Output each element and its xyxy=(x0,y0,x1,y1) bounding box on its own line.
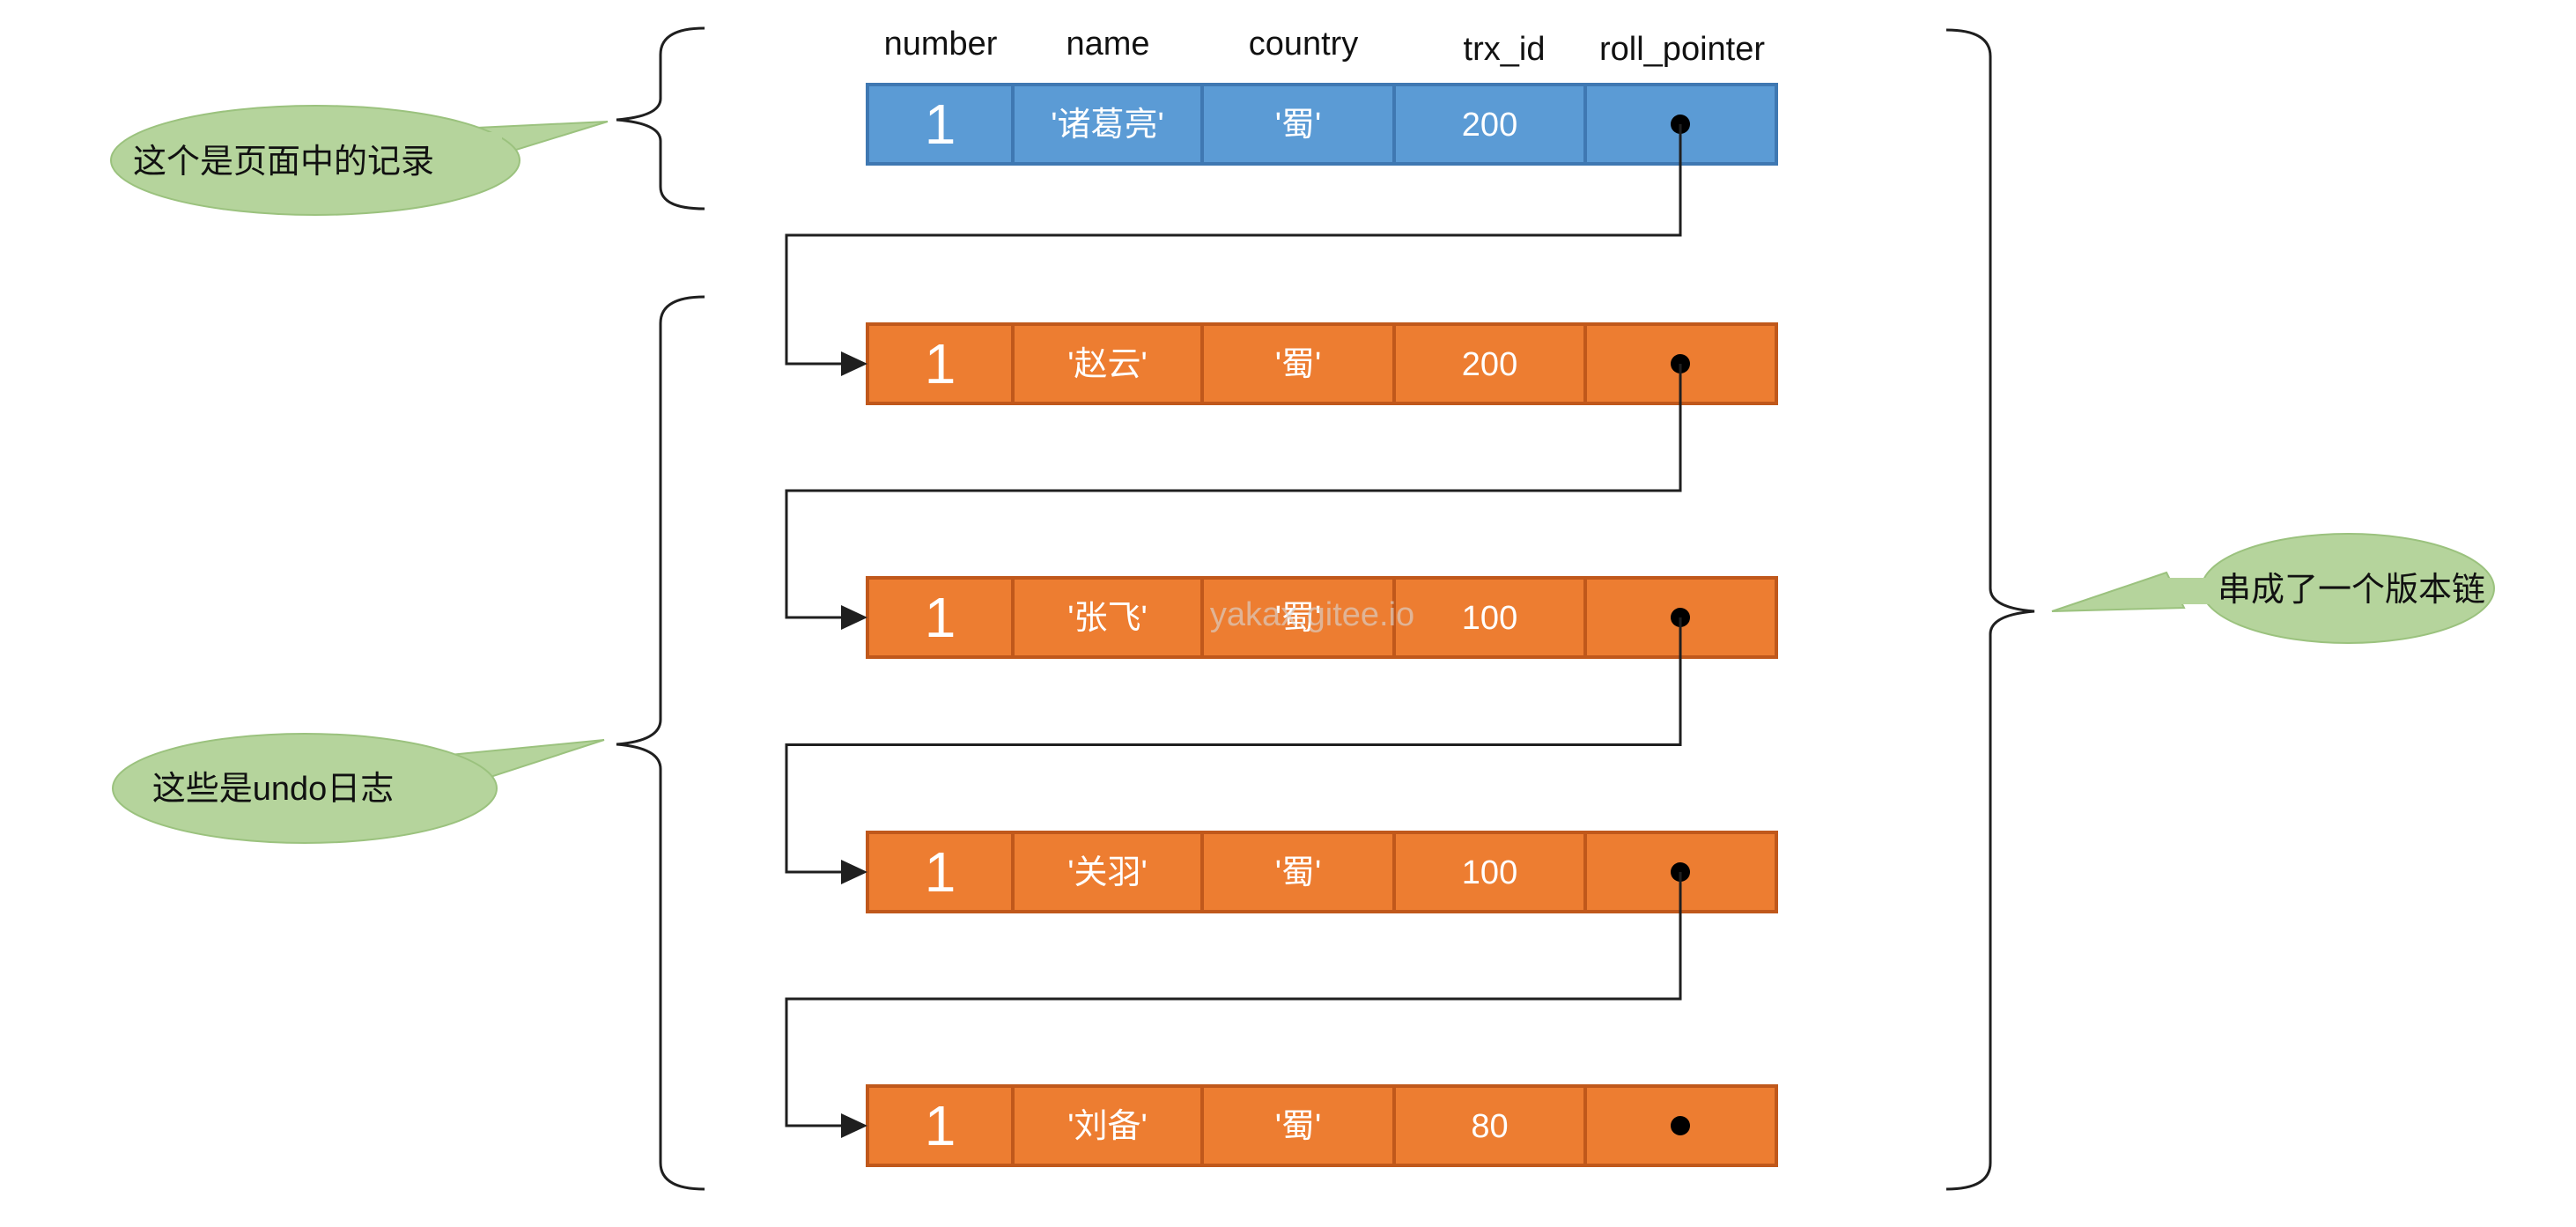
cell-name xyxy=(1011,576,1204,659)
cell-country-value: '蜀' xyxy=(1275,107,1322,144)
watermark: yakax.gitee.io xyxy=(1210,596,1414,633)
roll-pointer-dot xyxy=(1671,1116,1690,1135)
cell-country xyxy=(1200,1084,1396,1167)
cell-country xyxy=(1200,831,1396,913)
cell-country xyxy=(1200,83,1396,166)
callout-version-chain: 串成了一个版本链 xyxy=(2051,533,2495,644)
header-country: country xyxy=(1249,26,1359,63)
cell-trx-id-value: 100 xyxy=(1462,854,1517,891)
cell-number xyxy=(866,1084,1015,1167)
cell-country xyxy=(1200,576,1396,659)
cell-name xyxy=(1011,1084,1204,1167)
arrowhead xyxy=(841,1113,867,1138)
header-name: name xyxy=(1066,26,1149,63)
undo-record-row-1: 1 '赵云' '蜀' 200 xyxy=(866,322,1778,405)
cell-number xyxy=(866,83,1015,166)
cell-name-value: '刘备' xyxy=(1067,1108,1148,1145)
cell-trx-id xyxy=(1392,1084,1587,1167)
cell-country-value: '蜀' xyxy=(1275,854,1322,891)
cell-trx-id-value: 200 xyxy=(1462,346,1517,383)
callout-page-record-bubble xyxy=(110,105,520,216)
arrowhead xyxy=(841,351,867,376)
undo-record-row-3: 1 '关羽' '蜀' 100 xyxy=(866,831,1778,913)
cell-country-value: '蜀' xyxy=(1275,1108,1322,1145)
header-number: number xyxy=(884,26,998,63)
cell-name-value: '赵云' xyxy=(1067,346,1148,383)
cell-name-value: '关羽' xyxy=(1067,854,1148,891)
callout-undo-logs: 这些是undo日志 xyxy=(112,733,605,844)
callout-page-record: 这个是页面中的记录 xyxy=(110,105,609,216)
cell-country-value: '蜀' xyxy=(1275,346,1322,383)
undo-logs-brace xyxy=(616,295,705,1191)
cell-name-value: '诸葛亮' xyxy=(1051,107,1164,144)
callout-version-chain-text: 串成了一个版本链 xyxy=(2218,572,2485,609)
page-record-brace xyxy=(616,26,705,211)
cell-number-value: 1 xyxy=(925,840,956,904)
cell-trx-id-value: 200 xyxy=(1462,107,1517,144)
arrowhead xyxy=(841,860,867,884)
cell-number-value: 1 xyxy=(925,586,956,649)
undo-record-row-2: 1 '张飞' '蜀' 100 xyxy=(866,576,1778,659)
record-rows: 1 '诸葛亮' '蜀' 200 1 '赵云' '蜀' 200 1 '张飞' '蜀' 100 1 '关羽' '… xyxy=(866,83,1778,1167)
roll-pointer-connectors xyxy=(785,124,1682,1138)
cell-trx-id xyxy=(1392,576,1587,659)
cell-name xyxy=(1011,83,1204,166)
cell-trx-id-value: 80 xyxy=(1471,1108,1508,1145)
cell-trx-id xyxy=(1392,322,1587,405)
cell-name xyxy=(1011,831,1204,913)
roll-pointer-link xyxy=(785,872,1682,1127)
cell-number xyxy=(866,576,1015,659)
cell-country-value: '蜀' xyxy=(1275,600,1322,637)
callout-page-record-text: 这个是页面中的记录 xyxy=(133,144,434,181)
callout-undo-logs-bubble xyxy=(112,733,498,844)
roll-pointer-link xyxy=(785,364,1682,619)
column-headers: number name country trx_id roll_pointer xyxy=(884,26,1766,68)
version-chain-brace xyxy=(1945,28,2035,1191)
header-roll-pointer: roll_pointer xyxy=(1599,31,1765,68)
cell-number-value: 1 xyxy=(925,1094,956,1157)
cell-number-value: 1 xyxy=(925,332,956,395)
arrowhead xyxy=(841,605,867,630)
callout-undo-logs-text: 这些是undo日志 xyxy=(152,771,395,808)
cell-name xyxy=(1011,322,1204,405)
header-trx-id: trx_id xyxy=(1464,31,1546,68)
roll-pointer-link xyxy=(785,617,1682,874)
page-record-row: 1 '诸葛亮' '蜀' 200 xyxy=(866,83,1778,166)
cell-name-value: '张飞' xyxy=(1067,600,1148,637)
cell-trx-id-value: 100 xyxy=(1462,600,1517,637)
cell-number-value: 1 xyxy=(925,92,956,156)
roll-pointer-link xyxy=(785,124,1682,366)
undo-record-row-4: 1 '刘备' '蜀' 80 xyxy=(866,1084,1778,1167)
